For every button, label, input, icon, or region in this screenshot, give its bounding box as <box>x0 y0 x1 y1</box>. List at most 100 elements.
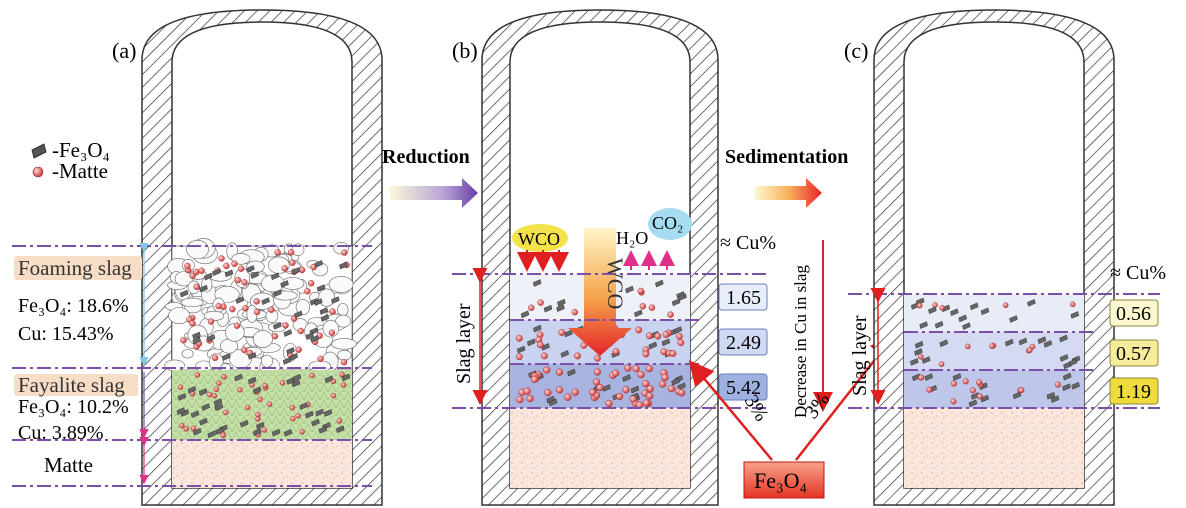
matte-droplet <box>661 373 669 382</box>
matte-droplet <box>589 388 597 396</box>
fe3o4-particle <box>305 332 314 340</box>
matte-droplet <box>537 299 544 306</box>
matte-droplet <box>234 276 242 284</box>
fe3o4-particle <box>305 410 314 419</box>
panel-b-label: (b) <box>452 38 478 63</box>
matte-droplet <box>642 380 650 388</box>
matte-droplet <box>281 265 289 272</box>
fe3o4-particle <box>270 272 280 281</box>
foam-bubble <box>331 338 357 350</box>
matte-droplet <box>223 409 229 416</box>
matte-droplet <box>183 426 189 432</box>
matte-droplet <box>639 303 647 310</box>
fe3o4-particle <box>928 306 937 315</box>
fe3o4-particle <box>968 399 978 408</box>
matte-droplet <box>612 369 620 377</box>
fe3o4-particle <box>1043 340 1053 348</box>
fe3o4-particle <box>215 427 224 435</box>
matte-droplet <box>564 393 572 401</box>
fe3o4-particle <box>190 410 200 418</box>
fe3o4-particle <box>192 427 202 436</box>
foam-bubble <box>164 359 185 372</box>
foam-bubble <box>168 307 191 325</box>
foam-bubble <box>180 297 204 308</box>
fe3o4-particle <box>187 386 197 394</box>
matte-droplet <box>976 393 983 400</box>
slag-layer-label-b: Slag layer <box>453 303 475 384</box>
fe3o4-particle <box>661 338 671 347</box>
fe3o4-particle <box>520 310 530 319</box>
cu-value-c-1: 0.56 <box>1116 303 1151 325</box>
matte-droplet <box>233 322 241 329</box>
cu-value-b-3: 5.42 <box>726 377 761 399</box>
fe3o4-particle <box>541 343 550 351</box>
matte-droplet <box>268 306 275 313</box>
matte-droplet <box>605 399 613 408</box>
cu-header-c: ≈ Cu% <box>1110 262 1166 284</box>
fe3o4-particle <box>286 347 295 355</box>
fe3o4-particle <box>289 353 298 361</box>
matte-droplet <box>667 385 676 393</box>
wco-label: WCO <box>518 229 560 249</box>
fe3o4-particle <box>206 334 216 342</box>
matte-droplet <box>596 383 604 392</box>
matte-droplet <box>543 366 551 374</box>
matte-droplet <box>220 432 226 438</box>
matte-droplet <box>1002 302 1009 308</box>
fe3o4-particle <box>314 260 323 268</box>
cu-value-c-3: 1.19 <box>1116 381 1151 403</box>
fe3o4-particle <box>286 377 295 385</box>
matte-droplet <box>231 260 238 267</box>
matte-droplet <box>646 385 654 393</box>
fe3o4-particle <box>564 329 573 338</box>
fe3o4-particle <box>252 428 262 436</box>
fe3o4-particle <box>212 268 221 277</box>
cu-header-b: ≈ Cu% <box>720 232 776 254</box>
matte-droplet <box>918 353 924 360</box>
matte-label: Matte <box>44 453 93 477</box>
matte-droplet <box>648 304 656 311</box>
matte-droplet <box>223 262 230 270</box>
matte-droplet <box>271 333 279 340</box>
matte-droplet <box>580 341 588 349</box>
matte-droplet <box>646 392 654 400</box>
fe3o4-particle <box>311 418 320 427</box>
fe3o4-particle <box>1050 395 1060 403</box>
matte-droplet <box>241 279 248 286</box>
fe3o4-particle <box>1005 338 1014 347</box>
matte-droplet <box>229 305 236 313</box>
matte-droplet <box>242 304 249 312</box>
matte-droplet <box>198 267 205 274</box>
matte-droplet <box>629 395 637 403</box>
legend-matte-label: -Matte <box>52 159 108 183</box>
matte-droplet <box>515 334 523 342</box>
matte-droplet <box>289 259 296 266</box>
matte-droplet <box>622 386 630 394</box>
fe3o4-particle <box>950 308 959 316</box>
matte-droplet <box>340 382 347 388</box>
matte-droplet <box>531 375 539 384</box>
fe3o4-particle <box>556 304 565 312</box>
fe3o4-particle <box>247 376 257 385</box>
foam-bubble <box>337 349 352 361</box>
matte-droplet <box>309 372 315 379</box>
fe3o4-particle <box>339 261 348 270</box>
foam-bubble <box>181 349 194 359</box>
matte-droplet <box>592 378 601 386</box>
matte-droplet <box>194 372 201 378</box>
matte-droplet <box>177 384 184 390</box>
matte-droplet <box>237 387 243 393</box>
matte-droplet-icon <box>32 166 44 178</box>
matte-droplet <box>330 392 337 399</box>
fe3o4-particle <box>1070 311 1080 319</box>
fe3o4-particle <box>671 377 680 386</box>
fe3o4-particle <box>273 322 282 330</box>
cu-box-b-1: 1.65 <box>718 283 768 311</box>
matte-droplet <box>932 302 938 308</box>
matte-droplet <box>179 422 185 429</box>
fe3o4-particle <box>625 285 634 294</box>
matte-droplet <box>574 352 581 360</box>
matte-droplet <box>245 404 251 411</box>
layer-boundaries-a <box>12 245 372 487</box>
